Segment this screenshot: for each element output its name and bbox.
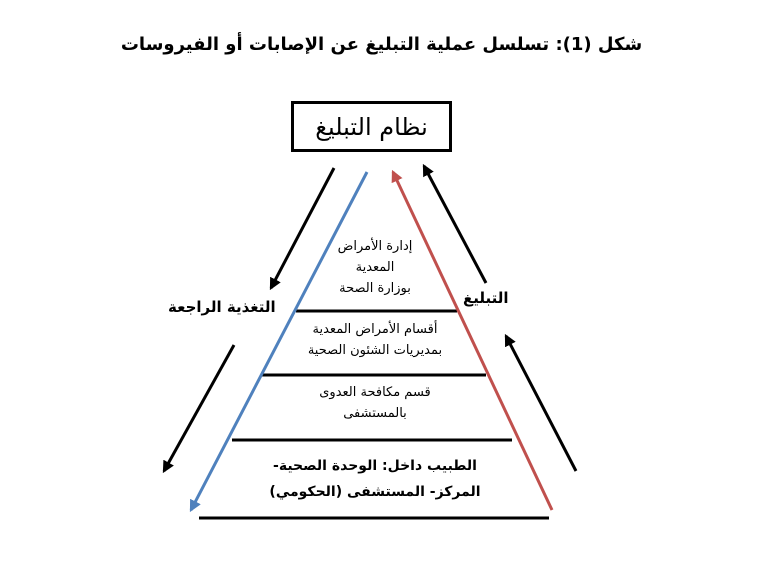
level-ministry-line2: المعدية [355,260,395,275]
reporting-label: التبليغ [463,289,509,307]
feedback-label: التغذية الراجعة [168,298,276,316]
figure-title: شكل (1): تسلسل عملية التبليغ عن الإصابات… [120,34,643,55]
reporting-arrow-upper [422,163,488,284]
level-hospital-infection-line1: قسم مكافحة العدوى [319,385,431,400]
level-physician: الطبيب داخل: الوحدة الصحية- المركز- المس… [230,453,520,505]
level-directorates: أقسام الأمراض المعدية بمديريات الشئون ال… [270,319,480,361]
reporting-system-label: نظام التبليغ [315,112,428,141]
feedback-arrow-upper [269,167,336,291]
level-physician-line2: المركز- المستشفى (الحكومي) [269,484,481,500]
level-directorates-line1: أقسام الأمراض المعدية [312,322,438,337]
reporting-arrow-lower [504,333,578,472]
level-ministry-line3: بوزارة الصحة [339,281,411,296]
level-ministry: إدارة الأمراض المعدية بوزارة الصحة [300,236,450,299]
level-ministry-line1: إدارة الأمراض [337,239,413,254]
level-hospital-infection-line2: بالمستشفى [343,406,407,421]
feedback-blue-arrow [189,171,369,513]
level-physician-line1: الطبيب داخل: الوحدة الصحية- [273,458,477,474]
level-hospital-infection: قسم مكافحة العدوى بالمستشفى [290,382,460,424]
feedback-arrow-lower [162,344,236,474]
reporting-system-box: نظام التبليغ [291,101,452,152]
level-directorates-line2: بمديريات الشئون الصحية [307,343,443,358]
reporting-red-arrow [391,169,554,511]
